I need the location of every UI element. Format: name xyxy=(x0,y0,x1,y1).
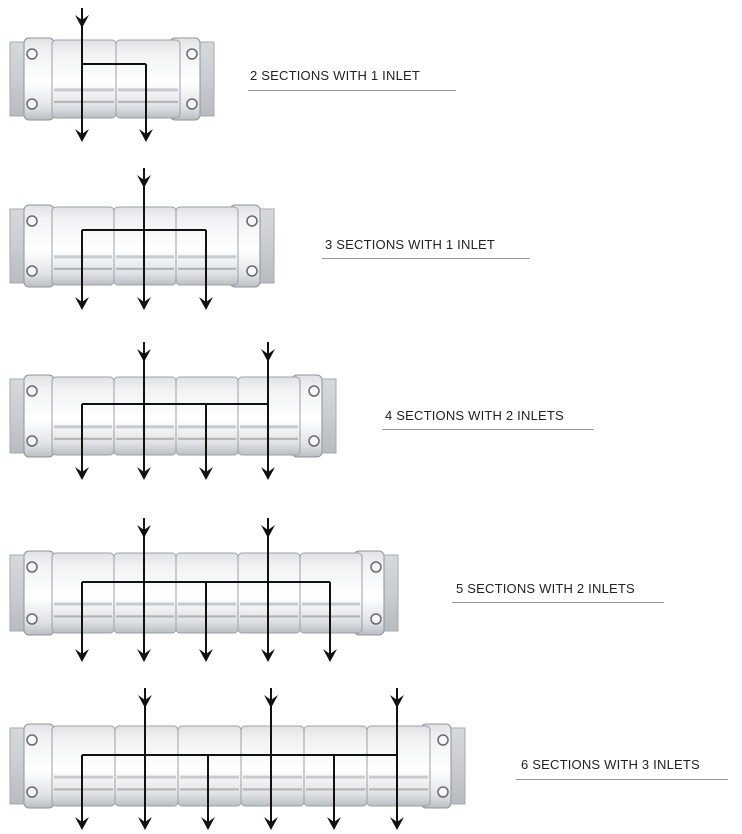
divider-assembly-2-sections xyxy=(9,8,215,142)
bolt-head xyxy=(26,265,38,277)
bolt-head xyxy=(370,561,382,573)
section-groove xyxy=(118,88,178,92)
inlet-arrow xyxy=(137,525,151,538)
bolt-head xyxy=(186,48,198,60)
bolt-head xyxy=(308,385,320,397)
divider-section xyxy=(177,725,242,807)
bolt-head xyxy=(246,215,258,227)
bolt-head xyxy=(26,613,38,625)
inlet-arrow xyxy=(137,175,151,188)
divider-section xyxy=(114,725,179,807)
bolt-head xyxy=(437,734,449,746)
outlet-arrow xyxy=(323,649,337,662)
section-groove xyxy=(243,775,302,779)
caption-3-sections: 3 SECTIONS WITH 1 INLET xyxy=(325,237,496,252)
outlet-arrow xyxy=(264,817,278,830)
outlet-arrow xyxy=(137,467,151,480)
inlet-arrow xyxy=(390,695,404,708)
bolt-head xyxy=(26,786,38,798)
outlet-arrow xyxy=(138,817,152,830)
divider-section xyxy=(51,725,116,807)
outlet-arrow xyxy=(75,467,89,480)
section-groove xyxy=(54,788,113,791)
divider-section xyxy=(51,39,117,119)
section-groove xyxy=(180,775,239,779)
divider-section xyxy=(303,725,368,807)
inlet-arrow xyxy=(261,349,275,362)
bolt-head xyxy=(26,435,38,447)
caption-5-sections: 5 SECTIONS WITH 2 INLETS xyxy=(456,581,635,596)
inlet-arrow xyxy=(261,525,275,538)
divider-section xyxy=(240,725,305,807)
outlet-arrow xyxy=(390,817,404,830)
section-groove xyxy=(118,100,178,103)
caption-2-sections: 2 SECTIONS WITH 1 INLET xyxy=(250,68,421,83)
outlet-arrow xyxy=(261,467,275,480)
section-groove xyxy=(54,100,114,103)
outlet-arrow xyxy=(201,817,215,830)
bolt-head xyxy=(26,48,38,60)
caption-rule xyxy=(382,429,594,430)
outlet-arrow xyxy=(199,467,213,480)
inlet-arrow xyxy=(137,349,151,362)
divider-assembly-6-sections xyxy=(9,688,466,830)
outlet-arrow xyxy=(137,297,151,310)
bolt-head xyxy=(26,98,38,110)
outlet-arrow xyxy=(261,649,275,662)
outlet-arrow xyxy=(75,817,89,830)
divider-assembly-3-sections xyxy=(9,168,275,310)
bolt-head xyxy=(26,561,38,573)
outlet-arrow xyxy=(137,649,151,662)
caption-rule xyxy=(322,258,530,259)
section-groove xyxy=(117,775,176,779)
section-groove xyxy=(180,788,239,791)
bolt-head xyxy=(437,786,449,798)
outlet-arrow xyxy=(199,649,213,662)
outlet-arrow xyxy=(327,817,341,830)
caption-4-sections: 4 SECTIONS WITH 2 INLETS xyxy=(385,408,564,423)
section-groove xyxy=(117,788,176,791)
bolt-head xyxy=(246,265,258,277)
inlet-arrow xyxy=(138,695,152,708)
section-groove xyxy=(369,788,428,791)
section-groove xyxy=(306,788,365,791)
outlet-arrow xyxy=(75,297,89,310)
bolt-head xyxy=(308,435,320,447)
caption-6-sections: 6 SECTIONS WITH 3 INLETS xyxy=(521,757,700,772)
caption-rule xyxy=(248,90,456,91)
inlet-arrow xyxy=(75,15,89,28)
bolt-head xyxy=(26,734,38,746)
bolt-head xyxy=(186,98,198,110)
outlet-arrow xyxy=(75,129,89,142)
inlet-arrow xyxy=(264,695,278,708)
divider-assembly-4-sections xyxy=(9,342,337,480)
section-groove xyxy=(306,775,365,779)
section-groove xyxy=(54,775,113,779)
bolt-head xyxy=(26,385,38,397)
section-groove xyxy=(369,775,428,779)
section-groove xyxy=(243,788,302,791)
divider-section xyxy=(366,725,431,807)
divider-section xyxy=(115,39,181,119)
divider-assembly-5-sections xyxy=(9,518,399,662)
outlet-arrow xyxy=(199,297,213,310)
caption-rule xyxy=(516,779,728,780)
bolt-head xyxy=(26,215,38,227)
section-groove xyxy=(54,88,114,92)
outlet-arrow xyxy=(75,649,89,662)
caption-rule xyxy=(452,602,664,603)
bolt-head xyxy=(370,613,382,625)
